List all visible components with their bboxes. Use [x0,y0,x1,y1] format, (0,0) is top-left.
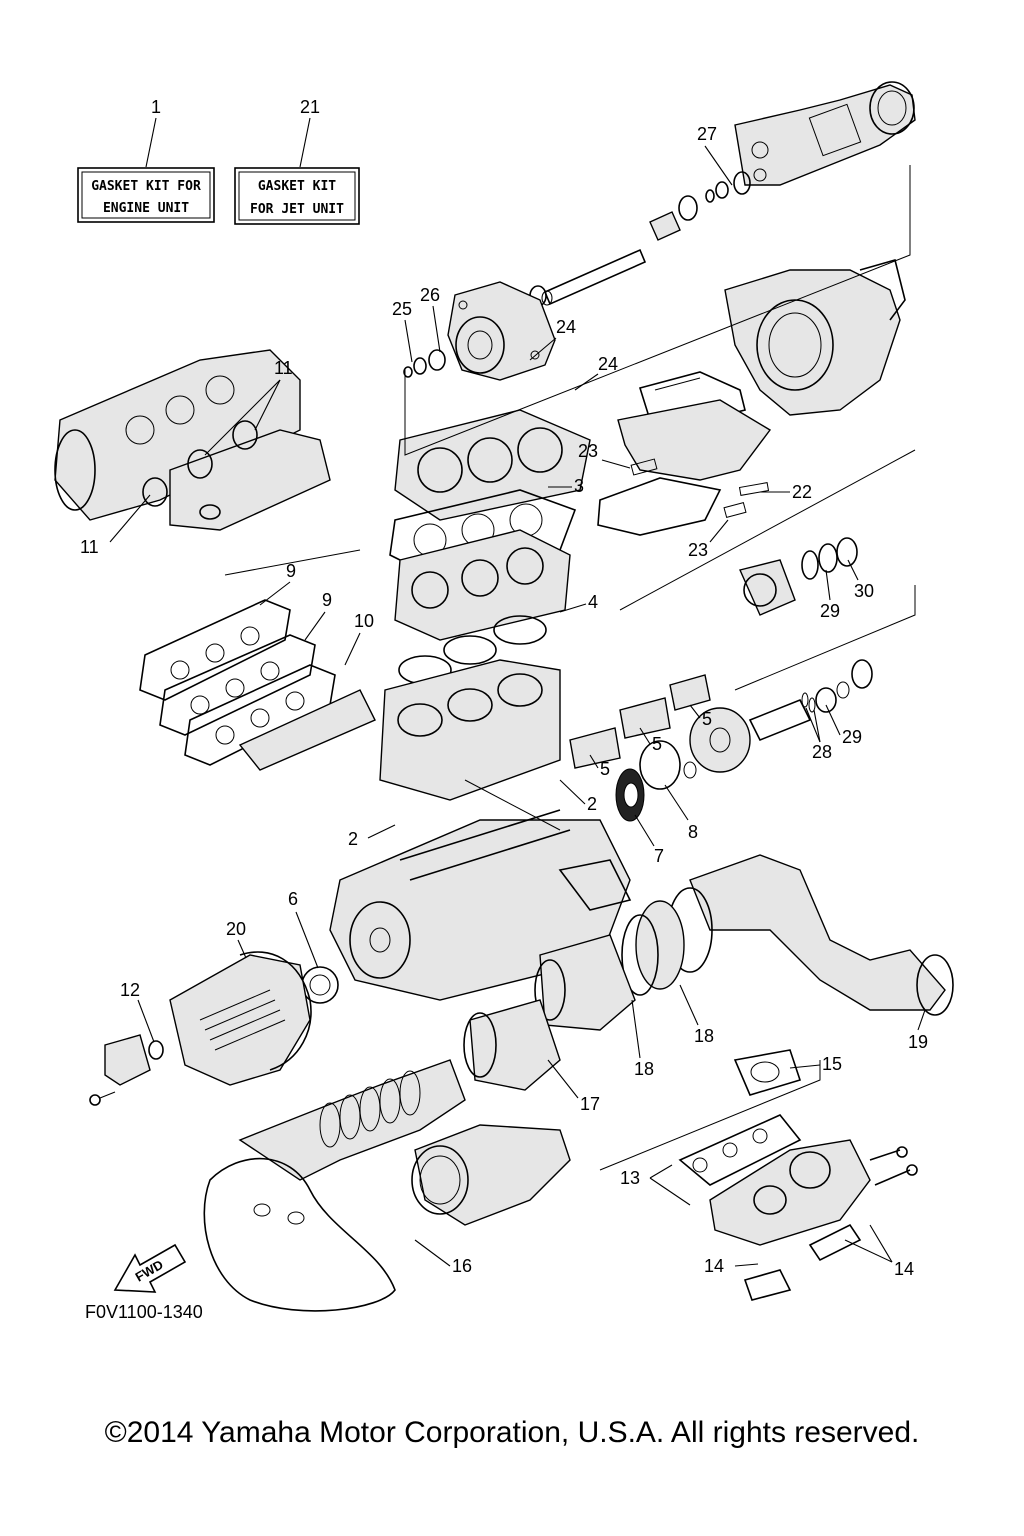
copyright-notice: ©2014 Yamaha Motor Corporation, U.S.A. A… [104,1416,920,1449]
callout-6: 6 [288,889,298,909]
callout-kit-jet: 21 [300,97,320,117]
callout-25: 25 [392,299,412,319]
callout-kit-engine: 1 [151,97,161,117]
exhaust-manifold-drawing [678,1049,918,1301]
callout-7: 7 [654,846,664,866]
figure-code: F0V1100-1340 [85,1302,203,1322]
callout-18b: 18 [634,1059,654,1079]
callout-29a: 29 [820,601,840,621]
kit-engine-line2: ENGINE UNIT [103,201,189,216]
callout-22: 22 [792,482,812,502]
impeller-housing-drawing [403,281,556,381]
callout-5a: 5 [702,709,712,729]
callout-27: 27 [697,124,717,144]
callout-4: 4 [588,592,598,612]
exhaust-gaskets-drawing [569,674,711,769]
magneto-cover-drawing [89,951,312,1106]
callout-5b: 5 [652,734,662,754]
callout-2b: 2 [348,829,358,849]
callout-9a: 9 [286,561,296,581]
callout-24a: 24 [556,317,576,337]
coupling-shaft-drawing [615,537,873,822]
kit-box-jet: GASKET KIT FOR JET UNIT 21 [234,97,360,225]
callout-23a: 23 [578,441,598,461]
callout-16: 16 [452,1256,472,1276]
cylinder-block-drawing [379,529,571,801]
callout-14a: 14 [704,1256,724,1276]
callout-29b: 29 [842,727,862,747]
callout-26: 26 [420,285,440,305]
callout-11b: 11 [80,537,99,557]
callout-12: 12 [120,980,140,1000]
callout-8: 8 [688,822,698,842]
group-lines [224,165,916,1171]
kit-box-engine: GASKET KIT FOR ENGINE UNIT 1 [77,97,215,223]
jet-nozzle-drawing [649,81,916,241]
intake-gasket-stack-drawing [139,599,376,771]
intake-duct-drawing [638,259,906,421]
drive-shaft-drawing [529,248,647,307]
callout-13: 13 [620,1168,640,1188]
callout-11a: 11 [274,358,293,378]
ride-plate-drawing [597,399,772,536]
callout-30: 30 [854,581,874,601]
exhaust-pipe-drawing [463,854,954,1091]
callout-24b: 24 [598,354,618,374]
callout-20: 20 [226,919,246,939]
exhaust-chamber-drawing [54,349,331,531]
callout-10: 10 [354,611,374,631]
callout-2a: 2 [587,794,597,814]
callout-9b: 9 [322,590,332,610]
callout-3: 3 [574,476,584,496]
water-hose-drawing [203,1059,571,1312]
callout-18a: 18 [694,1026,714,1046]
kit-jet-line2: FOR JET UNIT [250,202,344,217]
callout-14b: 14 [894,1259,914,1279]
callout-19: 19 [908,1032,928,1052]
kit-jet-line1: GASKET KIT [258,179,336,194]
callout-15: 15 [822,1054,842,1074]
callout-5c: 5 [600,759,610,779]
callout-28: 28 [812,742,832,762]
kit-engine-line1: GASKET KIT FOR [91,179,201,194]
forward-arrow: FWD [113,1243,187,1293]
callout-17: 17 [580,1094,600,1114]
callouts: 27 26 25 24 24 11 23 3 22 11 23 30 29 9 … [80,124,928,1279]
callout-23b: 23 [688,540,708,560]
